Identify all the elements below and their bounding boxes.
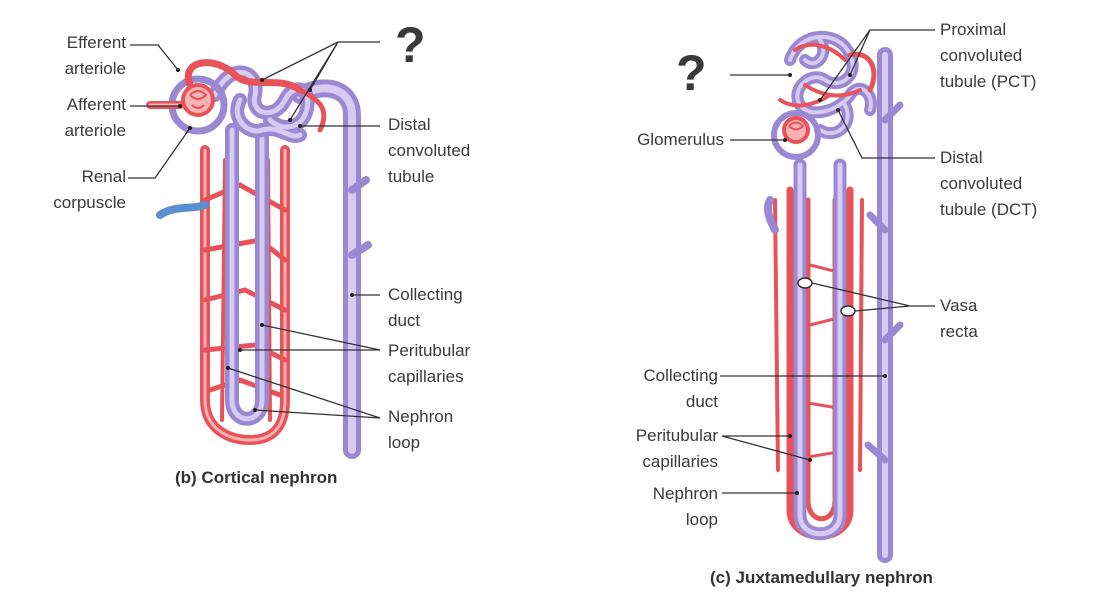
label-collecting-duct-cortical: Collecting duct bbox=[388, 285, 463, 330]
juxta-convoluted-tubules bbox=[778, 30, 877, 140]
cortical-convoluted-tubules bbox=[208, 65, 315, 143]
leader-dots bbox=[176, 68, 887, 495]
leader-peritubular-juxta bbox=[721, 435, 811, 461]
label-nephron-loop-cortical: Nephron loop bbox=[388, 407, 454, 452]
leader-renal-corpuscle bbox=[128, 127, 191, 179]
cortical-collecting-duct bbox=[291, 79, 372, 459]
caption-juxtamedullary-nephron: (c) Juxtamedullary nephron bbox=[710, 568, 933, 587]
leader-lines bbox=[128, 29, 935, 494]
leader-peritubular-cortical bbox=[240, 324, 381, 351]
leader-question-cortical bbox=[261, 41, 380, 121]
caption-cortical-nephron: (b) Cortical nephron bbox=[175, 468, 338, 487]
label-vasa-recta: Vasa recta bbox=[940, 296, 978, 341]
cortical-efferent-arteriole bbox=[184, 59, 327, 133]
cortical-peritubular-capillaries bbox=[200, 145, 290, 446]
label-peritubular-capillaries-cortical: Peritubular capillaries bbox=[388, 341, 471, 386]
juxta-collecting-duct bbox=[864, 47, 904, 563]
label-collecting-duct-juxta: Collecting duct bbox=[643, 366, 718, 411]
label-distal-convoluted-tubule: Distal convoluted tubule bbox=[388, 115, 471, 186]
juxta-glomerulus bbox=[771, 110, 821, 160]
label-afferent-arteriole: Afferent arteriole bbox=[64, 95, 126, 140]
cortical-nephron-loop bbox=[225, 123, 269, 426]
leader-efferent bbox=[130, 44, 179, 71]
leader-loop-cortical bbox=[227, 367, 381, 419]
label-glomerulus: Glomerulus bbox=[637, 130, 724, 149]
vasa-recta-markers bbox=[797, 277, 856, 317]
question-mark-juxta: ? bbox=[676, 45, 707, 101]
label-nephron-loop-juxta: Nephron loop bbox=[652, 484, 718, 529]
leader-pct bbox=[819, 29, 935, 101]
juxta-nephron-loop bbox=[763, 158, 847, 541]
label-pct: Proximal convoluted tubule (PCT) bbox=[940, 20, 1037, 91]
leader-vasa-recta bbox=[811, 282, 935, 312]
juxtamedullary-nephron-drawing bbox=[763, 30, 904, 563]
label-efferent-arteriole: Efferent arteriole bbox=[64, 33, 126, 78]
cortical-vein bbox=[156, 201, 209, 219]
leader-dct-juxta bbox=[837, 109, 935, 159]
juxta-vasa-recta bbox=[773, 186, 864, 540]
label-renal-corpuscle: Renal corpuscle bbox=[53, 167, 126, 212]
cortical-nephron-drawing bbox=[146, 59, 372, 459]
label-dct-juxta: Distal convoluted tubule (DCT) bbox=[940, 148, 1038, 219]
label-peritubular-capillaries-juxta: Peritubular capillaries bbox=[635, 426, 718, 471]
question-mark-cortical: ? bbox=[395, 17, 426, 73]
